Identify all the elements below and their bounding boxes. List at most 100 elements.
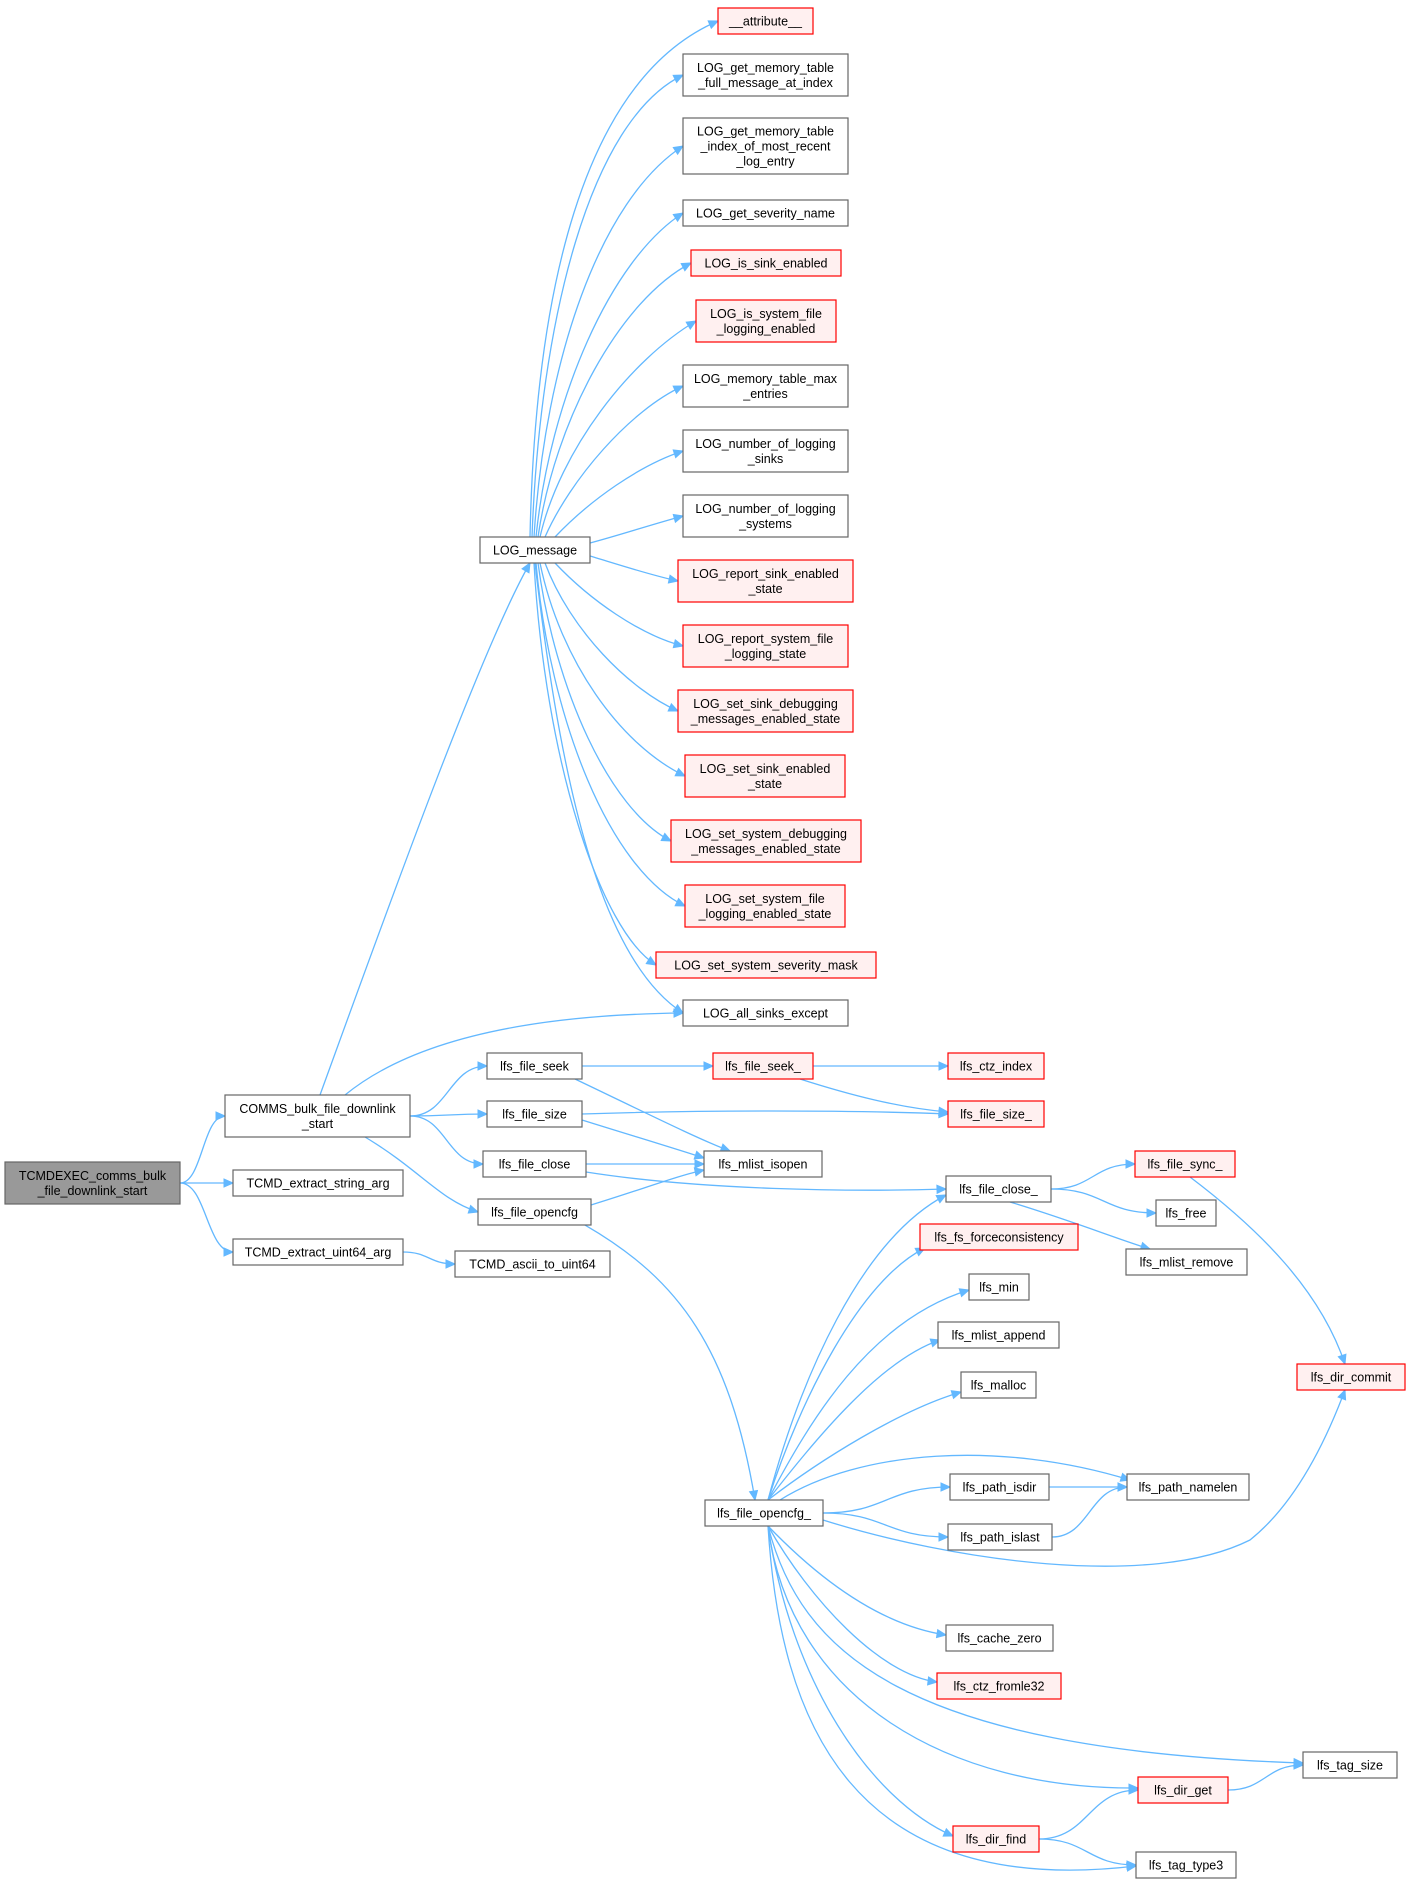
node-lfs_file_size_[interactable]: lfs_file_size_ [947,1100,1045,1128]
node-extract_uint64[interactable]: TCMD_extract_uint64_arg [232,1238,404,1266]
node-label: _logging_enabled [716,322,816,336]
arrowhead-lfs_path_islast [938,1532,950,1542]
arrowhead-log_all_sinks [672,1003,685,1014]
arrowhead-extract_uint64 [223,1247,235,1257]
node-log_all_sinks[interactable]: LOG_all_sinks_except [682,999,849,1027]
node-box [4,1161,181,1205]
arrowhead-log_sys_file [685,320,698,330]
node-log_rep_sink[interactable]: LOG_report_sink_enabled_state [677,559,854,603]
arrowhead-log_sink_en [680,262,693,272]
node-box [1125,1248,1248,1276]
node-lfs_fs_force[interactable]: lfs_fs_forceconsistency [919,1223,1079,1251]
node-lfs_path_islast[interactable]: lfs_path_islast [947,1523,1053,1551]
node-label: lfs_fs_forceconsistency [934,1231,1064,1245]
node-attribute[interactable]: __attribute__ [717,7,814,35]
node-label: TCMD_extract_string_arg [246,1177,389,1191]
node-log_set_sink_dbg[interactable]: LOG_set_sink_debugging_messages_enabled_… [677,689,854,733]
edge-lfs_file_sync_-to-lfs_dir_commit [1189,1176,1346,1365]
node-lfs_file_close_[interactable]: lfs_file_close_ [945,1175,1052,1203]
node-box [682,624,849,668]
node-log_rep_sys[interactable]: LOG_report_system_file_logging_state [682,624,849,668]
node-lfs_path_namelen[interactable]: lfs_path_namelen [1126,1473,1250,1501]
node-log_message[interactable]: LOG_message [479,536,591,564]
node-box [1296,1363,1406,1391]
node-label: lfs_tag_type3 [1149,1859,1223,1873]
node-box [1134,1150,1236,1178]
node-box [937,1321,1060,1349]
arrowhead-log_set_sink_en [674,767,687,777]
node-lfs_file_opencfg_[interactable]: lfs_file_opencfg_ [704,1499,824,1527]
node-label: LOG_set_sink_debugging [693,697,838,711]
node-label: LOG_set_system_severity_mask [674,959,858,973]
node-ascii_uint64[interactable]: TCMD_ascii_to_uint64 [454,1250,611,1278]
node-label: __attribute__ [728,15,803,29]
node-log_num_sys[interactable]: LOG_number_of_logging_systems [682,494,849,538]
node-label: _index_of_most_recent [700,140,831,154]
node-label: LOG_get_memory_table [697,61,834,75]
edge-lfs_file_seek_-to-lfs_file_size_ [799,1078,949,1113]
edge-lfs_file_opencfg_-to-lfs_file_close_ [767,1194,947,1501]
node-label: LOG_memory_table_max [694,372,838,386]
arrowhead-log_full [672,74,685,84]
node-label: _file_downlink_start [37,1184,148,1198]
edge-lfs_file_opencfg_-to-lfs_path_islast [822,1512,949,1538]
node-log_mem_max[interactable]: LOG_memory_table_max_entries [682,364,849,408]
node-lfs_file_sync_[interactable]: lfs_file_sync_ [1134,1150,1236,1178]
node-lfs_file_close[interactable]: lfs_file_close [482,1150,587,1178]
arrowhead-lfs_free [1146,1208,1158,1218]
node-label: _systems [738,517,792,531]
node-lfs_file_size[interactable]: lfs_file_size [486,1100,583,1128]
node-label: LOG_get_memory_table [697,125,834,139]
node-lfs_tag_type3[interactable]: lfs_tag_type3 [1135,1851,1237,1879]
node-lfs_tag_size[interactable]: lfs_tag_size [1302,1751,1398,1779]
arrowhead-lfs_file_close_ [936,1184,948,1195]
node-log_num_sinks[interactable]: LOG_number_of_logging_sinks [682,429,849,473]
node-log_sink_en[interactable]: LOG_is_sink_enabled [690,249,842,277]
node-label: lfs_path_islast [960,1531,1040,1545]
node-log_set_sink_en[interactable]: LOG_set_sink_enabled_state [684,754,846,798]
node-label: lfs_file_seek [500,1060,570,1074]
node-log_sev_name[interactable]: LOG_get_severity_name [682,199,849,227]
node-lfs_min[interactable]: lfs_min [968,1273,1030,1301]
node-box [936,1672,1062,1700]
arrowhead-lfs_cache_zero [935,1628,948,1639]
node-log_full[interactable]: LOG_get_memory_table_full_message_at_ind… [682,53,849,97]
node-root[interactable]: TCMDEXEC_comms_bulk_file_downlink_start [4,1161,181,1205]
edge-log_message-to-log_mem_max [544,385,684,538]
arrowhead-lfs_malloc [950,1390,963,1400]
node-lfs_free[interactable]: lfs_free [1155,1199,1217,1227]
node-box [486,1100,583,1128]
arrowhead-log_set_sys_dbg [660,832,673,842]
edge-lfs_file_opencfg_-to-lfs_min [767,1289,970,1501]
node-label: lfs_dir_commit [1311,1371,1392,1385]
node-lfs_dir_find[interactable]: lfs_dir_find [952,1825,1040,1853]
node-label: _entries [742,387,787,401]
node-lfs_file_opencfg[interactable]: lfs_file_opencfg [477,1198,592,1226]
node-label: LOG_report_sink_enabled [692,567,839,581]
node-log_set_sys_dbg[interactable]: LOG_set_system_debugging_messages_enable… [670,819,862,863]
node-log_set_sys_file[interactable]: LOG_set_system_file_logging_enabled_stat… [684,884,846,928]
edge-lfs_file_opencfg_-to-lfs_path_namelen [779,1454,1131,1501]
node-comms[interactable]: COMMS_bulk_file_downlink_start [224,1094,411,1138]
node-log_index[interactable]: LOG_get_memory_table_index_of_most_recen… [682,117,849,175]
node-lfs_path_isdir[interactable]: lfs_path_isdir [949,1473,1050,1501]
node-log_sys_file[interactable]: LOG_is_system_file_logging_enabled [695,299,837,343]
node-lfs_mlist_isopen[interactable]: lfs_mlist_isopen [703,1150,823,1178]
node-lfs_mlist_remove[interactable]: lfs_mlist_remove [1125,1248,1248,1276]
node-lfs_ctz_index[interactable]: lfs_ctz_index [947,1052,1045,1080]
node-lfs_mlist_append[interactable]: lfs_mlist_append [937,1321,1060,1349]
node-lfs_dir_commit[interactable]: lfs_dir_commit [1296,1363,1406,1391]
node-lfs_ctz_fromle32[interactable]: lfs_ctz_fromle32 [936,1672,1062,1700]
node-log_set_sev[interactable]: LOG_set_system_severity_mask [655,951,877,979]
node-lfs_file_seek_[interactable]: lfs_file_seek_ [712,1052,814,1080]
node-label: lfs_malloc [971,1379,1027,1393]
node-extract_string[interactable]: TCMD_extract_string_arg [232,1169,404,1197]
node-lfs_dir_get[interactable]: lfs_dir_get [1137,1776,1229,1804]
arrowhead-lfs_path_isdir [940,1482,952,1492]
node-lfs_file_seek[interactable]: lfs_file_seek [486,1052,583,1080]
node-lfs_malloc[interactable]: lfs_malloc [960,1371,1037,1399]
edge-log_message-to-log_full [531,74,684,538]
edge-lfs_file_opencfg_-to-lfs_tag_size [767,1525,1304,1764]
node-box [682,53,849,97]
node-lfs_cache_zero[interactable]: lfs_cache_zero [945,1624,1054,1652]
